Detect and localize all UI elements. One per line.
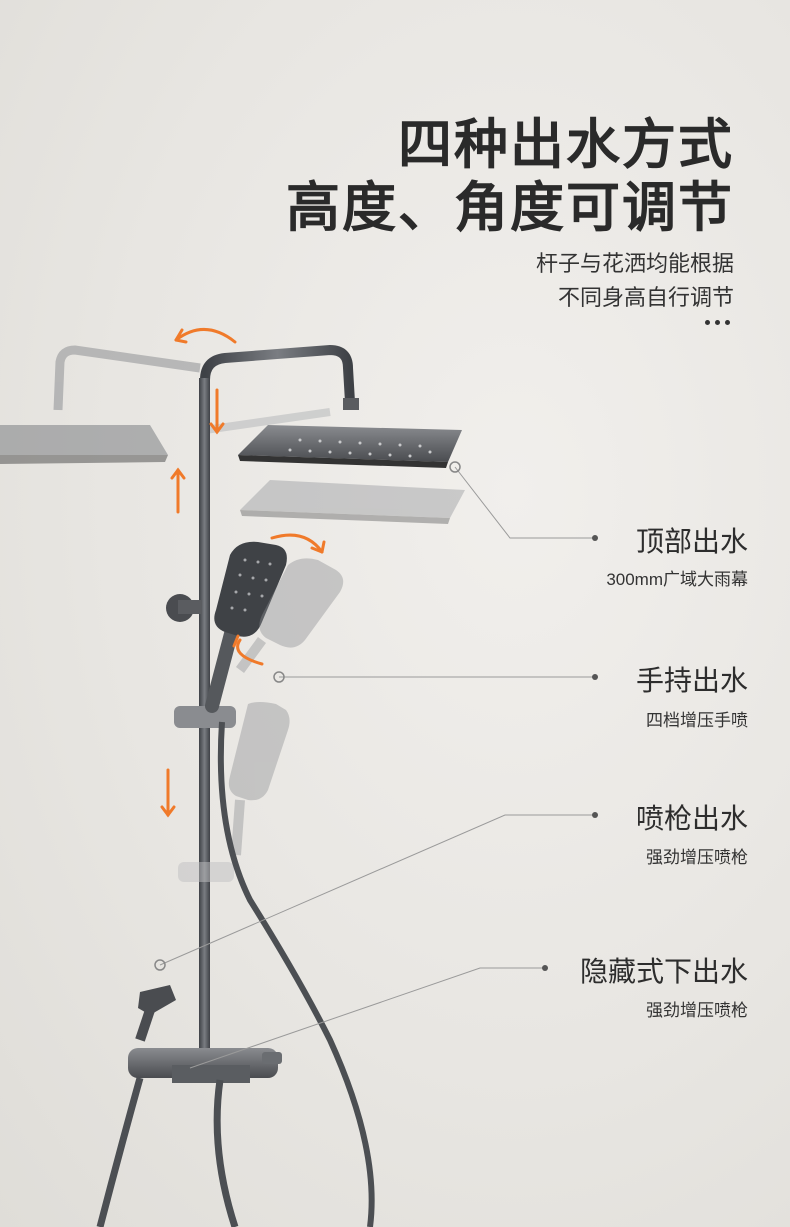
headline-line-1: 四种出水方式 (398, 115, 734, 175)
mixer-valve (96, 1048, 282, 1227)
feature-gun-title: 喷枪出水 (635, 803, 748, 834)
feature-gun-subtitle: 强劲增压喷枪 (646, 848, 748, 867)
spray-gun (135, 985, 176, 1042)
feature-bottom-subtitle: 强劲增压喷枪 (646, 1001, 748, 1020)
wall-bracket (166, 594, 202, 622)
top-rain-shower-head (238, 398, 462, 468)
ghost-hand-shower (228, 558, 344, 856)
feature-bullet (592, 535, 598, 541)
feature-hand-subtitle: 四档增压手喷 (646, 711, 748, 730)
shower-hose (217, 721, 375, 1227)
feature-bullet (542, 965, 548, 971)
slider-holder (174, 706, 236, 728)
ellipsis-dots (700, 312, 734, 325)
top-arm (200, 344, 355, 403)
ghost-top-shower-left (0, 345, 201, 464)
hand-shower (205, 541, 287, 713)
feature-top-subtitle: 300mm广域大雨幕 (606, 570, 748, 589)
feature-bullet (592, 812, 598, 818)
callout-marker-gun (154, 959, 166, 971)
subtitle-line-2: 不同身高自行调节 (557, 285, 734, 310)
ghost-top-shower-lower (240, 480, 465, 524)
feature-top-title: 顶部出水 (635, 526, 748, 557)
headline-line-2: 高度、角度可调节 (286, 178, 734, 238)
subtitle-line-1: 杆子与花洒均能根据 (535, 251, 734, 276)
adjustment-arrows (160, 328, 326, 818)
feature-hand-title: 手持出水 (635, 665, 748, 696)
feature-bottom-title: 隐藏式下出水 (579, 956, 748, 987)
callout-marker-hand (273, 671, 285, 683)
callout-lines (159, 466, 595, 1069)
callout-marker-top (449, 461, 461, 473)
feature-bullet (592, 674, 598, 680)
